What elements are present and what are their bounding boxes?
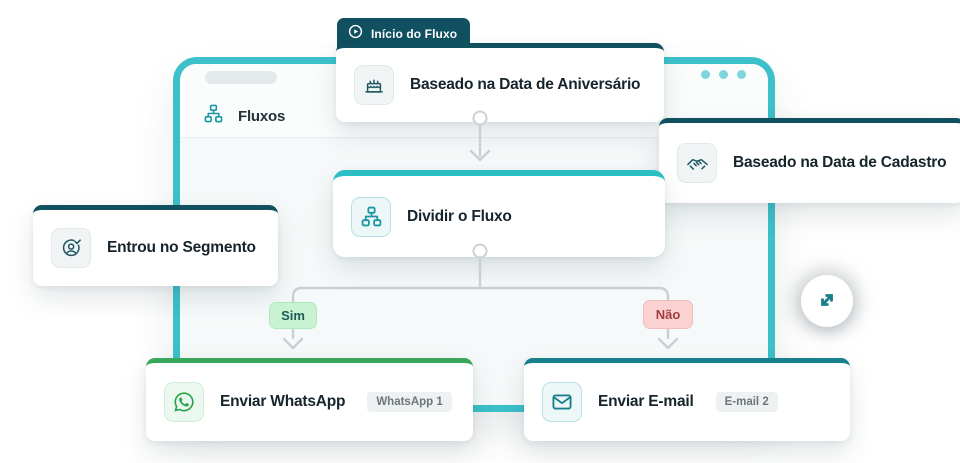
handshake-icon [677,143,717,183]
play-circle-icon [348,24,363,44]
node-title: Enviar E-mail [598,393,694,410]
user-check-icon [51,228,91,268]
swap-arrows-icon [815,288,839,315]
branch-yes-badge: Sim [269,302,317,329]
sidebar-item-label: Fluxos [238,107,286,125]
node-card-birthday[interactable]: Baseado na Data de Aniversário [336,43,664,122]
node-title: Baseado na Data de Cadastro [733,154,947,171]
node-title: Enviar WhatsApp [220,393,346,410]
window-dot [701,70,710,79]
cake-icon [354,65,394,105]
window-dot [719,70,728,79]
swap-flow-button[interactable] [801,275,853,327]
node-title: Dividir o Fluxo [407,207,512,225]
flows-icon [204,104,223,128]
whatsapp-icon [164,382,204,422]
node-tag-badge: E-mail 2 [715,392,778,412]
node-tag-badge: WhatsApp 1 [367,392,452,412]
split-flow-icon [351,196,391,237]
window-dot [737,70,746,79]
node-card-email[interactable]: Enviar E-mail E-mail 2 [524,358,850,441]
flow-start-label: Início do Fluxo [371,27,458,41]
email-icon [542,382,582,422]
node-card-whatsapp[interactable]: Enviar WhatsApp WhatsApp 1 [146,358,473,441]
sidebar-item-fluxos[interactable]: Fluxos [204,104,285,128]
node-card-signup[interactable]: Baseado na Data de Cadastro [659,118,960,203]
node-title: Baseado na Data de Aniversário [410,76,641,93]
node-card-segment[interactable]: Entrou no Segmento [33,205,278,286]
branch-no-badge: Não [643,300,693,329]
window-control-dots [701,70,746,79]
header-placeholder-bar [205,71,277,84]
node-title: Entrou no Segmento [107,239,256,256]
node-card-split[interactable]: Dividir o Fluxo [333,170,665,257]
